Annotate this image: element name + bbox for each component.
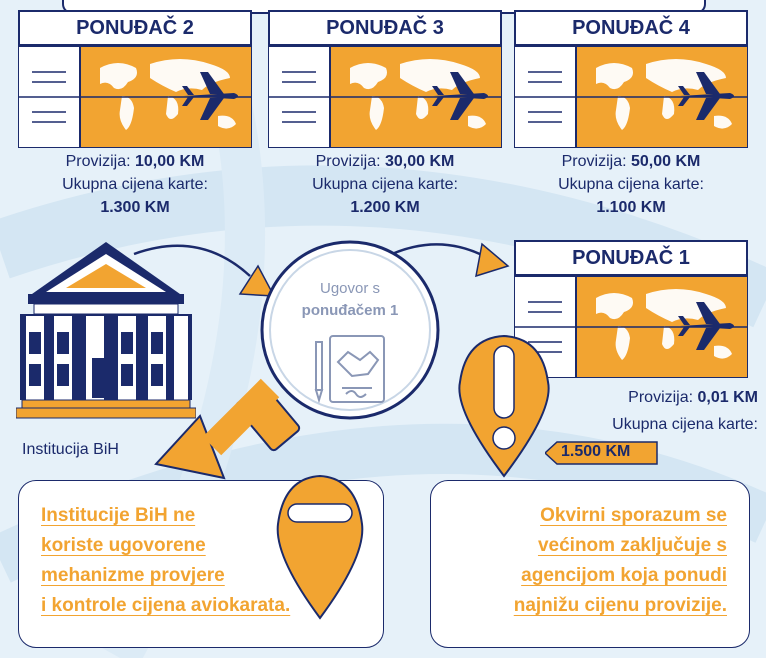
ticket-ponudac-4: PONUĐAČ 4 [514,10,748,148]
note-line: većinom zaključuje s [537,535,727,556]
magnifier-icon [154,240,440,480]
airplane-icon [678,302,734,350]
note-line: i kontrole cijena aviokarata. [41,595,291,616]
ticket-caption-1: Provizija: 0,01 KM Ukupna cijena karte: [548,384,758,438]
ticket-ponudac-1: PONUĐAČ 1 [514,240,748,378]
note-right-text: Okvirni sporazum se većinom zaključuje s… [427,501,727,621]
provision-value: 0,01 KM [697,389,758,406]
ticket-title: PONUĐAČ 2 [18,10,252,46]
ticket-ponudac-2: PONUĐAČ 2 [18,10,252,148]
ticket-title: PONUĐAČ 4 [514,10,748,46]
provision-label: Provizija: [628,389,694,406]
ticket-caption-2: Provizija: 10,00 KM Ukupna cijena karte:… [15,150,255,219]
ticket-body [514,276,748,378]
airplane-icon [678,72,734,120]
airplane-icon [432,72,488,120]
ticket-title: PONUĐAČ 1 [514,240,748,276]
total-label: Ukupna cijena karte: [558,176,704,193]
note-line: najnižu cijenu provizije. [513,595,727,616]
contract-line1: Ugovor s [319,280,381,297]
total-value: 1.500 KM [561,443,631,460]
note-right: Okvirni sporazum se većinom zaključuje s… [430,480,750,648]
bank-building-icon [16,242,196,419]
ticket-body [18,46,252,148]
total-label: Ukupna cijena karte: [312,176,458,193]
provision-label: Provizija: [65,153,131,170]
contract-line2: ponuđačem 1 [301,302,399,319]
contract-text: Ugovor s ponuđačem 1 [290,278,410,322]
provision-label: Provizija: [315,153,381,170]
arrow-icon [133,244,276,297]
ticket-ponudac-3: PONUĐAČ 3 [268,10,502,148]
ticket-body [514,46,748,148]
ticket-caption-3: Provizija: 30,00 KM Ukupna cijena karte:… [265,150,505,219]
institution-label: Institucija BiH [22,441,119,458]
airplane-icon [182,72,238,120]
note-line: mehanizme provjere [41,565,225,586]
note-line: Okvirni sporazum se [540,505,727,526]
total-value: 1.300 KM [100,199,170,216]
minus-pin-icon [276,474,364,620]
provision-label: Provizija: [561,153,627,170]
note-line: Institucije BiH ne [41,505,196,526]
ticket-body [268,46,502,148]
provision-value: 30,00 KM [384,153,455,170]
total-value: 1.100 KM [596,199,666,216]
total-label: Ukupna cijena karte: [62,176,208,193]
note-line: koriste ugovorene [41,535,206,556]
ticket-caption-4: Provizija: 50,00 KM Ukupna cijena karte:… [511,150,751,219]
total-value: 1.200 KM [350,199,420,216]
exclamation-pin-icon [458,334,550,478]
note-left-text: Institucije BiH ne koriste ugovorene meh… [41,501,381,621]
provision-value: 10,00 KM [134,153,205,170]
ticket-title: PONUĐAČ 3 [268,10,502,46]
provision-value: 50,00 KM [630,153,701,170]
contract-handshake-icon [314,335,385,404]
note-line: agencijom koja ponudi [521,565,727,586]
total-label: Ukupna cijena karte: [612,416,758,433]
tag-shape [545,441,658,465]
